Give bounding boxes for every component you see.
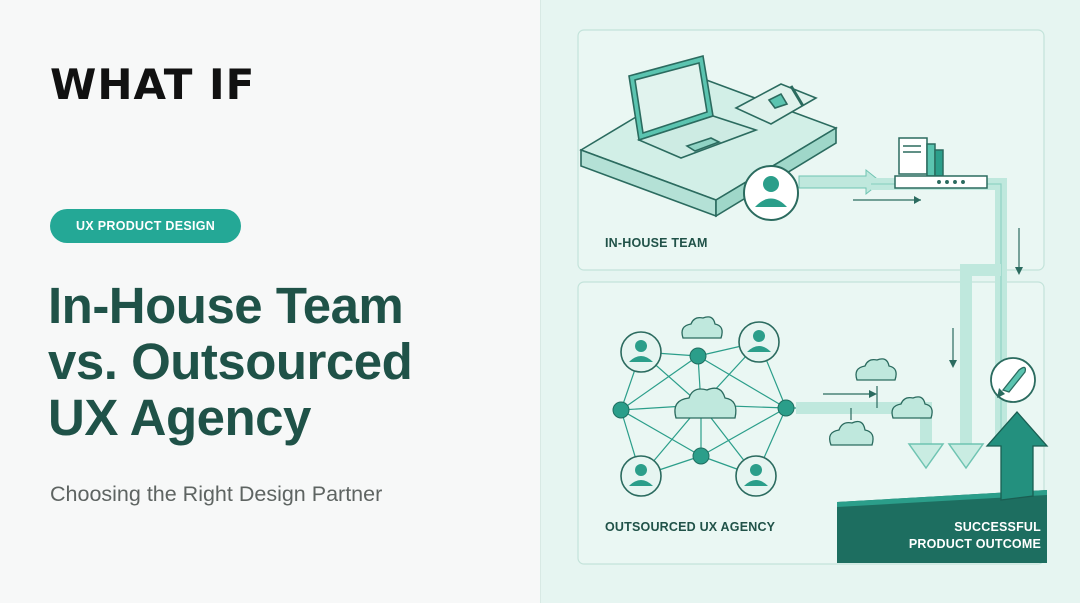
center-cloud-icon bbox=[674, 387, 737, 419]
in-house-label: IN-HOUSE TEAM bbox=[605, 236, 708, 250]
outcome-label-line-2: PRODUCT OUTCOME bbox=[908, 537, 1041, 551]
merge-flow-arrow bbox=[947, 264, 1001, 470]
outcome-label: SUCCESSFUL PRODUCT OUTCOME bbox=[841, 519, 1041, 553]
outcome-box bbox=[837, 411, 1049, 563]
agency-avatar-icon bbox=[620, 331, 662, 373]
in-house-avatar-icon bbox=[743, 165, 799, 221]
page-title: In-House Team vs. Outsourced UX Agency bbox=[48, 278, 518, 446]
page-subtitle: Choosing the Right Design Partner bbox=[50, 482, 383, 506]
small-cloud-icon bbox=[828, 420, 874, 446]
title-line-3: UX Agency bbox=[48, 389, 311, 446]
laptop-icon bbox=[628, 54, 759, 159]
outcome-label-line-1: SUCCESSFUL bbox=[954, 520, 1041, 534]
agency-avatar-icon bbox=[620, 455, 662, 497]
top-cloud-icon bbox=[681, 316, 723, 339]
rocket-icon bbox=[990, 357, 1036, 403]
title-line-1: In-House Team bbox=[48, 277, 404, 334]
illustration bbox=[577, 29, 1049, 565]
agency-avatar-icon bbox=[735, 455, 777, 497]
small-cloud-icon bbox=[855, 358, 897, 381]
illustration-panel: IN-HOUSE TEAM OUTSOURCED UX AGENCY SUCCE… bbox=[540, 0, 1080, 603]
small-cloud-icon bbox=[891, 396, 933, 419]
category-badge: UX PRODUCT DESIGN bbox=[50, 209, 242, 243]
document-stack-icon bbox=[894, 137, 988, 189]
agency-label: OUTSOURCED UX AGENCY bbox=[605, 520, 776, 534]
network-nodes bbox=[612, 347, 795, 465]
title-line-2: vs. Outsourced bbox=[48, 333, 413, 390]
brand-logo: WHAT IF bbox=[50, 60, 256, 109]
agency-avatar-icon bbox=[738, 321, 780, 363]
notebook-icon bbox=[734, 83, 818, 125]
left-panel: WHAT IF UX PRODUCT DESIGN In-House Team … bbox=[48, 60, 518, 506]
